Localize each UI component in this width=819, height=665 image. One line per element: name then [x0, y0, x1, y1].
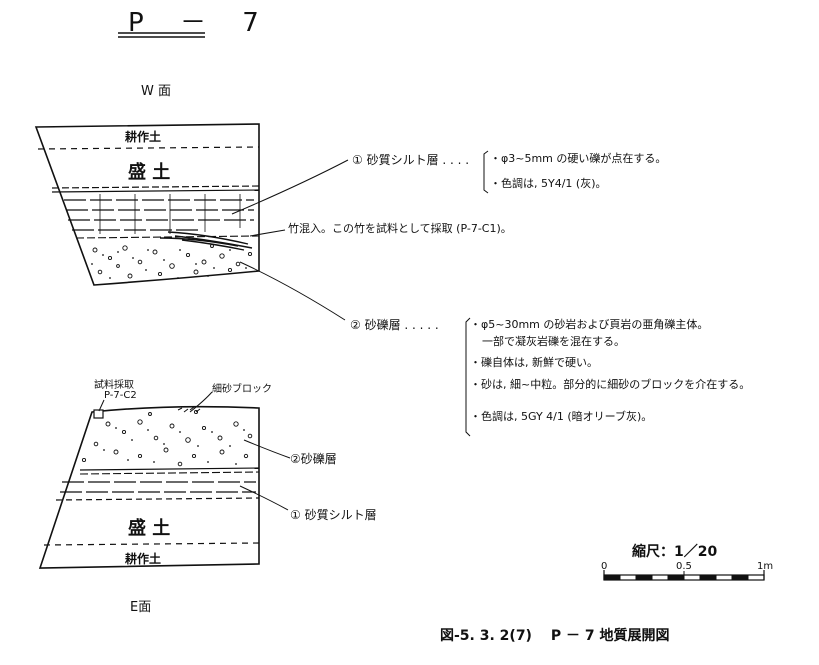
scale-bar	[603, 570, 765, 581]
e-fill-label: 盛 土	[128, 518, 171, 539]
e-silt-label: ① 砂質シルト層	[290, 508, 377, 522]
w-face-label: W 面	[141, 84, 171, 99]
e-gravel-label: ②砂礫層	[290, 452, 337, 466]
sample-label: 試料採取	[94, 380, 134, 391]
e-face-label: E面	[130, 600, 152, 615]
silt-note-1: ・φ3~5mm の硬い礫が点在する。	[490, 152, 667, 165]
gravel-layer-label: ② 砂礫層 . . . . .	[350, 318, 439, 332]
figure-caption: 図-5. 3. 2(7) P － 7 地質展開図	[440, 628, 670, 644]
fine-sand-label: 細砂ブロック	[212, 384, 272, 395]
bamboo-note: 竹混入。この竹を試料として採取 (P-7-C1)。	[288, 222, 512, 235]
gravel-note-4: ・砂は, 細~中粒。部分的に細砂のブロックを介在する。	[470, 378, 751, 391]
scale-title: 縮尺：1／20	[632, 544, 718, 560]
silt-note-2: ・色調は, 5Y4/1 (灰)。	[490, 177, 607, 190]
e-topsoil-label: 耕作土	[125, 552, 162, 566]
w-section-outline	[34, 123, 260, 286]
gravel-note-1: ・φ5~30mm の砂岩および頁岩の亜角礫主体。	[470, 318, 709, 331]
scale-tick-half: 0.5	[676, 561, 692, 572]
scale-tick-0: 0	[601, 561, 608, 572]
page-title: P － 7	[128, 8, 273, 38]
silt-layer-label: ① 砂質シルト層 . . . .	[352, 153, 470, 167]
sample-id: P-7-C2	[104, 390, 137, 401]
w-topsoil-label: 耕作土	[125, 130, 162, 144]
gravel-note-5: ・色調は, 5GY 4/1 (暗オリーブ灰)。	[470, 410, 653, 423]
gravel-note-2: 一部で凝灰岩礫を混在する。	[482, 335, 625, 348]
w-fill-label: 盛 土	[128, 162, 171, 183]
gravel-note-3: ・礫自体は, 新鮮で硬い。	[470, 356, 598, 369]
scale-tick-1m: 1m	[757, 561, 774, 572]
e-section-outline	[38, 405, 260, 569]
